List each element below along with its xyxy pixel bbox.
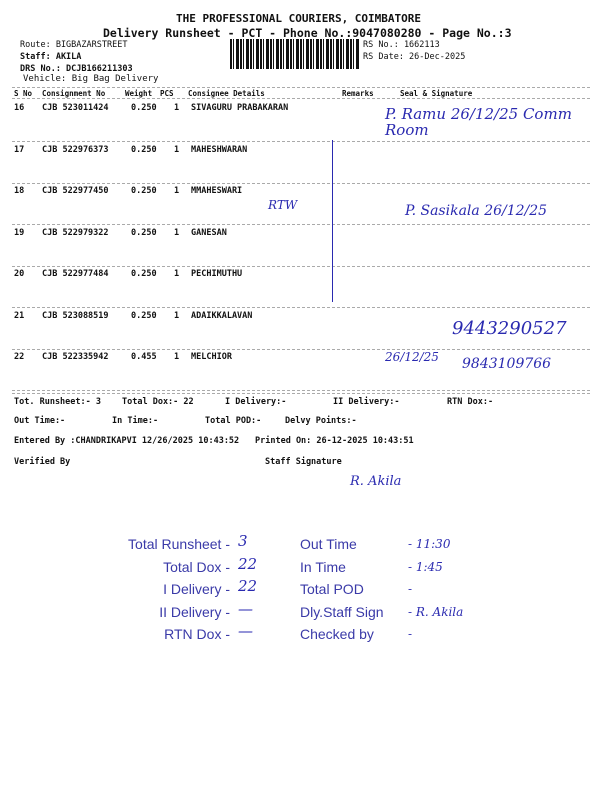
cell-name: MAHESHWARAN xyxy=(191,144,248,155)
phone-22: 9843109766 xyxy=(462,356,552,372)
stamp-value-2: - 11:30 xyxy=(408,537,451,551)
cell-wt: 0.250 xyxy=(131,310,157,321)
col-pcs: PCS xyxy=(160,89,174,98)
drs-number: DRS No.: DCJB166211303 xyxy=(20,64,133,74)
cell-sno: 19 xyxy=(14,227,25,238)
date-22: 26/12/25 xyxy=(385,350,439,364)
stamp-label: II Delivery - xyxy=(159,603,230,620)
cell-cn: CJB 523011424 xyxy=(42,103,109,113)
col-weight: Weight xyxy=(125,89,153,98)
route: Route: BIGBAZARSTREET xyxy=(20,40,128,50)
cell-sno: 20 xyxy=(14,269,25,279)
cell-wt: 0.455 xyxy=(131,352,157,362)
stamp-value: — xyxy=(238,599,253,618)
cell-sno: 18 xyxy=(14,186,25,196)
rtw-remark: RTW xyxy=(268,198,298,212)
stamp-value: 22 xyxy=(238,554,258,573)
cell-pcs: 1 xyxy=(174,352,180,362)
col-seal: Seal & Signature xyxy=(400,89,473,98)
stamp-label: Total Dox - xyxy=(163,558,230,575)
cell-wt: 0.250 xyxy=(131,269,157,279)
col-consignee: Consignee Details xyxy=(188,89,265,98)
cell-name: ADAIKKALAVAN xyxy=(191,310,253,321)
stamp-label-2: Out Time xyxy=(300,536,357,552)
runsheet-subtitle: Delivery Runsheet - PCT - Phone No.:9047… xyxy=(103,26,512,40)
cell-wt: 0.250 xyxy=(131,227,157,238)
staff-signature-label: Staff Signature xyxy=(265,457,342,467)
col-sno: S No xyxy=(14,89,33,98)
cell-cn: CJB 522979322 xyxy=(42,227,109,238)
cell-name: GANESAN xyxy=(191,227,227,238)
cell-cn: CJB 523088519 xyxy=(42,310,109,321)
cell-name: MELCHIOR xyxy=(191,352,232,362)
phone-21: 9443290527 xyxy=(452,318,567,339)
cell-cn: CJB 522977450 xyxy=(42,186,109,196)
cell-sno: 17 xyxy=(14,144,25,155)
stamp-label-2: Checked by xyxy=(300,626,374,642)
vehicle: Vehicle: Big Bag Delivery xyxy=(23,74,159,84)
cell-pcs: 1 xyxy=(174,269,180,279)
cell-name: PECHIMUTHU xyxy=(191,269,243,279)
cell-cn: CJB 522335942 xyxy=(42,352,109,362)
cell-sno: 21 xyxy=(14,310,25,321)
cell-name: MMAHESWARI xyxy=(191,186,243,196)
cell-cn: CJB 522976373 xyxy=(42,144,109,155)
stamp-label: I Delivery - xyxy=(163,581,230,597)
verified-by: Verified By xyxy=(14,457,71,467)
signature-18: P. Sasikala 26/12/25 xyxy=(405,203,548,219)
stamp-value: 3 xyxy=(238,532,248,550)
bracket-mark xyxy=(318,140,333,302)
printed-on: Printed On: 26-12-2025 10:43:51 xyxy=(255,436,414,446)
barcode xyxy=(230,39,360,69)
staff-signature: R. Akila xyxy=(350,474,402,489)
stamp-label: Total Runsheet - xyxy=(128,536,230,552)
company-title: THE PROFESSIONAL COURIERS, COIMBATORE xyxy=(176,12,422,25)
in-time: In Time:- xyxy=(112,416,159,426)
total-pod: Total POD:- xyxy=(205,416,262,426)
cell-pcs: 1 xyxy=(174,310,180,321)
stamp-value: — xyxy=(238,622,253,640)
cell-pcs: 1 xyxy=(174,227,180,238)
stamp-label-2: Dly.Staff Sign xyxy=(300,603,384,620)
cell-wt: 0.250 xyxy=(131,144,157,155)
stamp-value-2: - xyxy=(408,627,413,641)
rtn-dox: RTN Dox:- xyxy=(447,397,494,407)
rs-date: RS Date: 26-Dec-2025 xyxy=(363,52,466,62)
col-remarks: Remarks xyxy=(342,89,374,98)
stamp-value-2: - 1:45 xyxy=(408,559,443,574)
tot-runsheet: Tot. Runsheet:- 3 xyxy=(14,397,101,407)
cell-wt: 0.250 xyxy=(131,103,157,113)
rs-number: RS No.: 1662113 xyxy=(363,40,440,50)
staff: Staff: AKILA xyxy=(20,52,82,62)
cell-name: SIVAGURU PRABAKARAN xyxy=(191,103,289,113)
cell-pcs: 1 xyxy=(174,186,180,196)
cell-cn: CJB 522977484 xyxy=(42,269,109,279)
out-time: Out Time:- xyxy=(14,416,66,426)
cell-pcs: 1 xyxy=(174,144,180,155)
stamp-label-2: Total POD xyxy=(300,581,364,597)
signature-16: P. Ramu 26/12/25 Comm Room xyxy=(385,105,572,139)
stamp-value: 22 xyxy=(238,577,258,595)
delvy-points: Delvy Points:- xyxy=(285,416,357,426)
stamp-label-2: In Time xyxy=(300,558,346,575)
cell-wt: 0.250 xyxy=(131,186,157,196)
cell-pcs: 1 xyxy=(174,103,180,113)
ii-delivery: II Delivery:- xyxy=(333,397,400,407)
col-consignment: Consignment No xyxy=(42,89,106,98)
cell-sno: 16 xyxy=(14,103,25,113)
stamp-value-2: - xyxy=(408,582,413,596)
i-delivery: I Delivery:- xyxy=(225,397,287,407)
total-dox: Total Dox:- 22 xyxy=(122,397,194,407)
cell-sno: 22 xyxy=(14,352,25,362)
stamp-value-2: - R. Akila xyxy=(408,604,464,619)
entered-by: Entered By :CHANDRIKAPVI 12/26/2025 10:4… xyxy=(14,436,240,446)
stamp-label: RTN Dox - xyxy=(164,626,230,642)
